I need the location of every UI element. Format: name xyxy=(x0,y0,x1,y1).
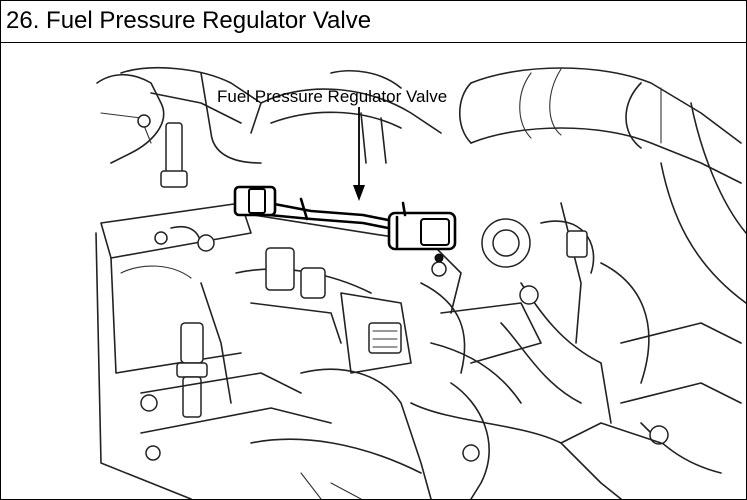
callout-label: Fuel Pressure Regulator Valve xyxy=(217,87,447,106)
title-bar: 26. Fuel Pressure Regulator Valve xyxy=(1,1,746,43)
callout-arrow xyxy=(353,107,365,201)
page-title: 26. Fuel Pressure Regulator Valve xyxy=(6,7,372,34)
engine-outline xyxy=(95,67,746,499)
engine-diagram: Fuel Pressure Regulator Valve xyxy=(1,43,746,499)
regulator-valve-assembly xyxy=(233,185,457,263)
